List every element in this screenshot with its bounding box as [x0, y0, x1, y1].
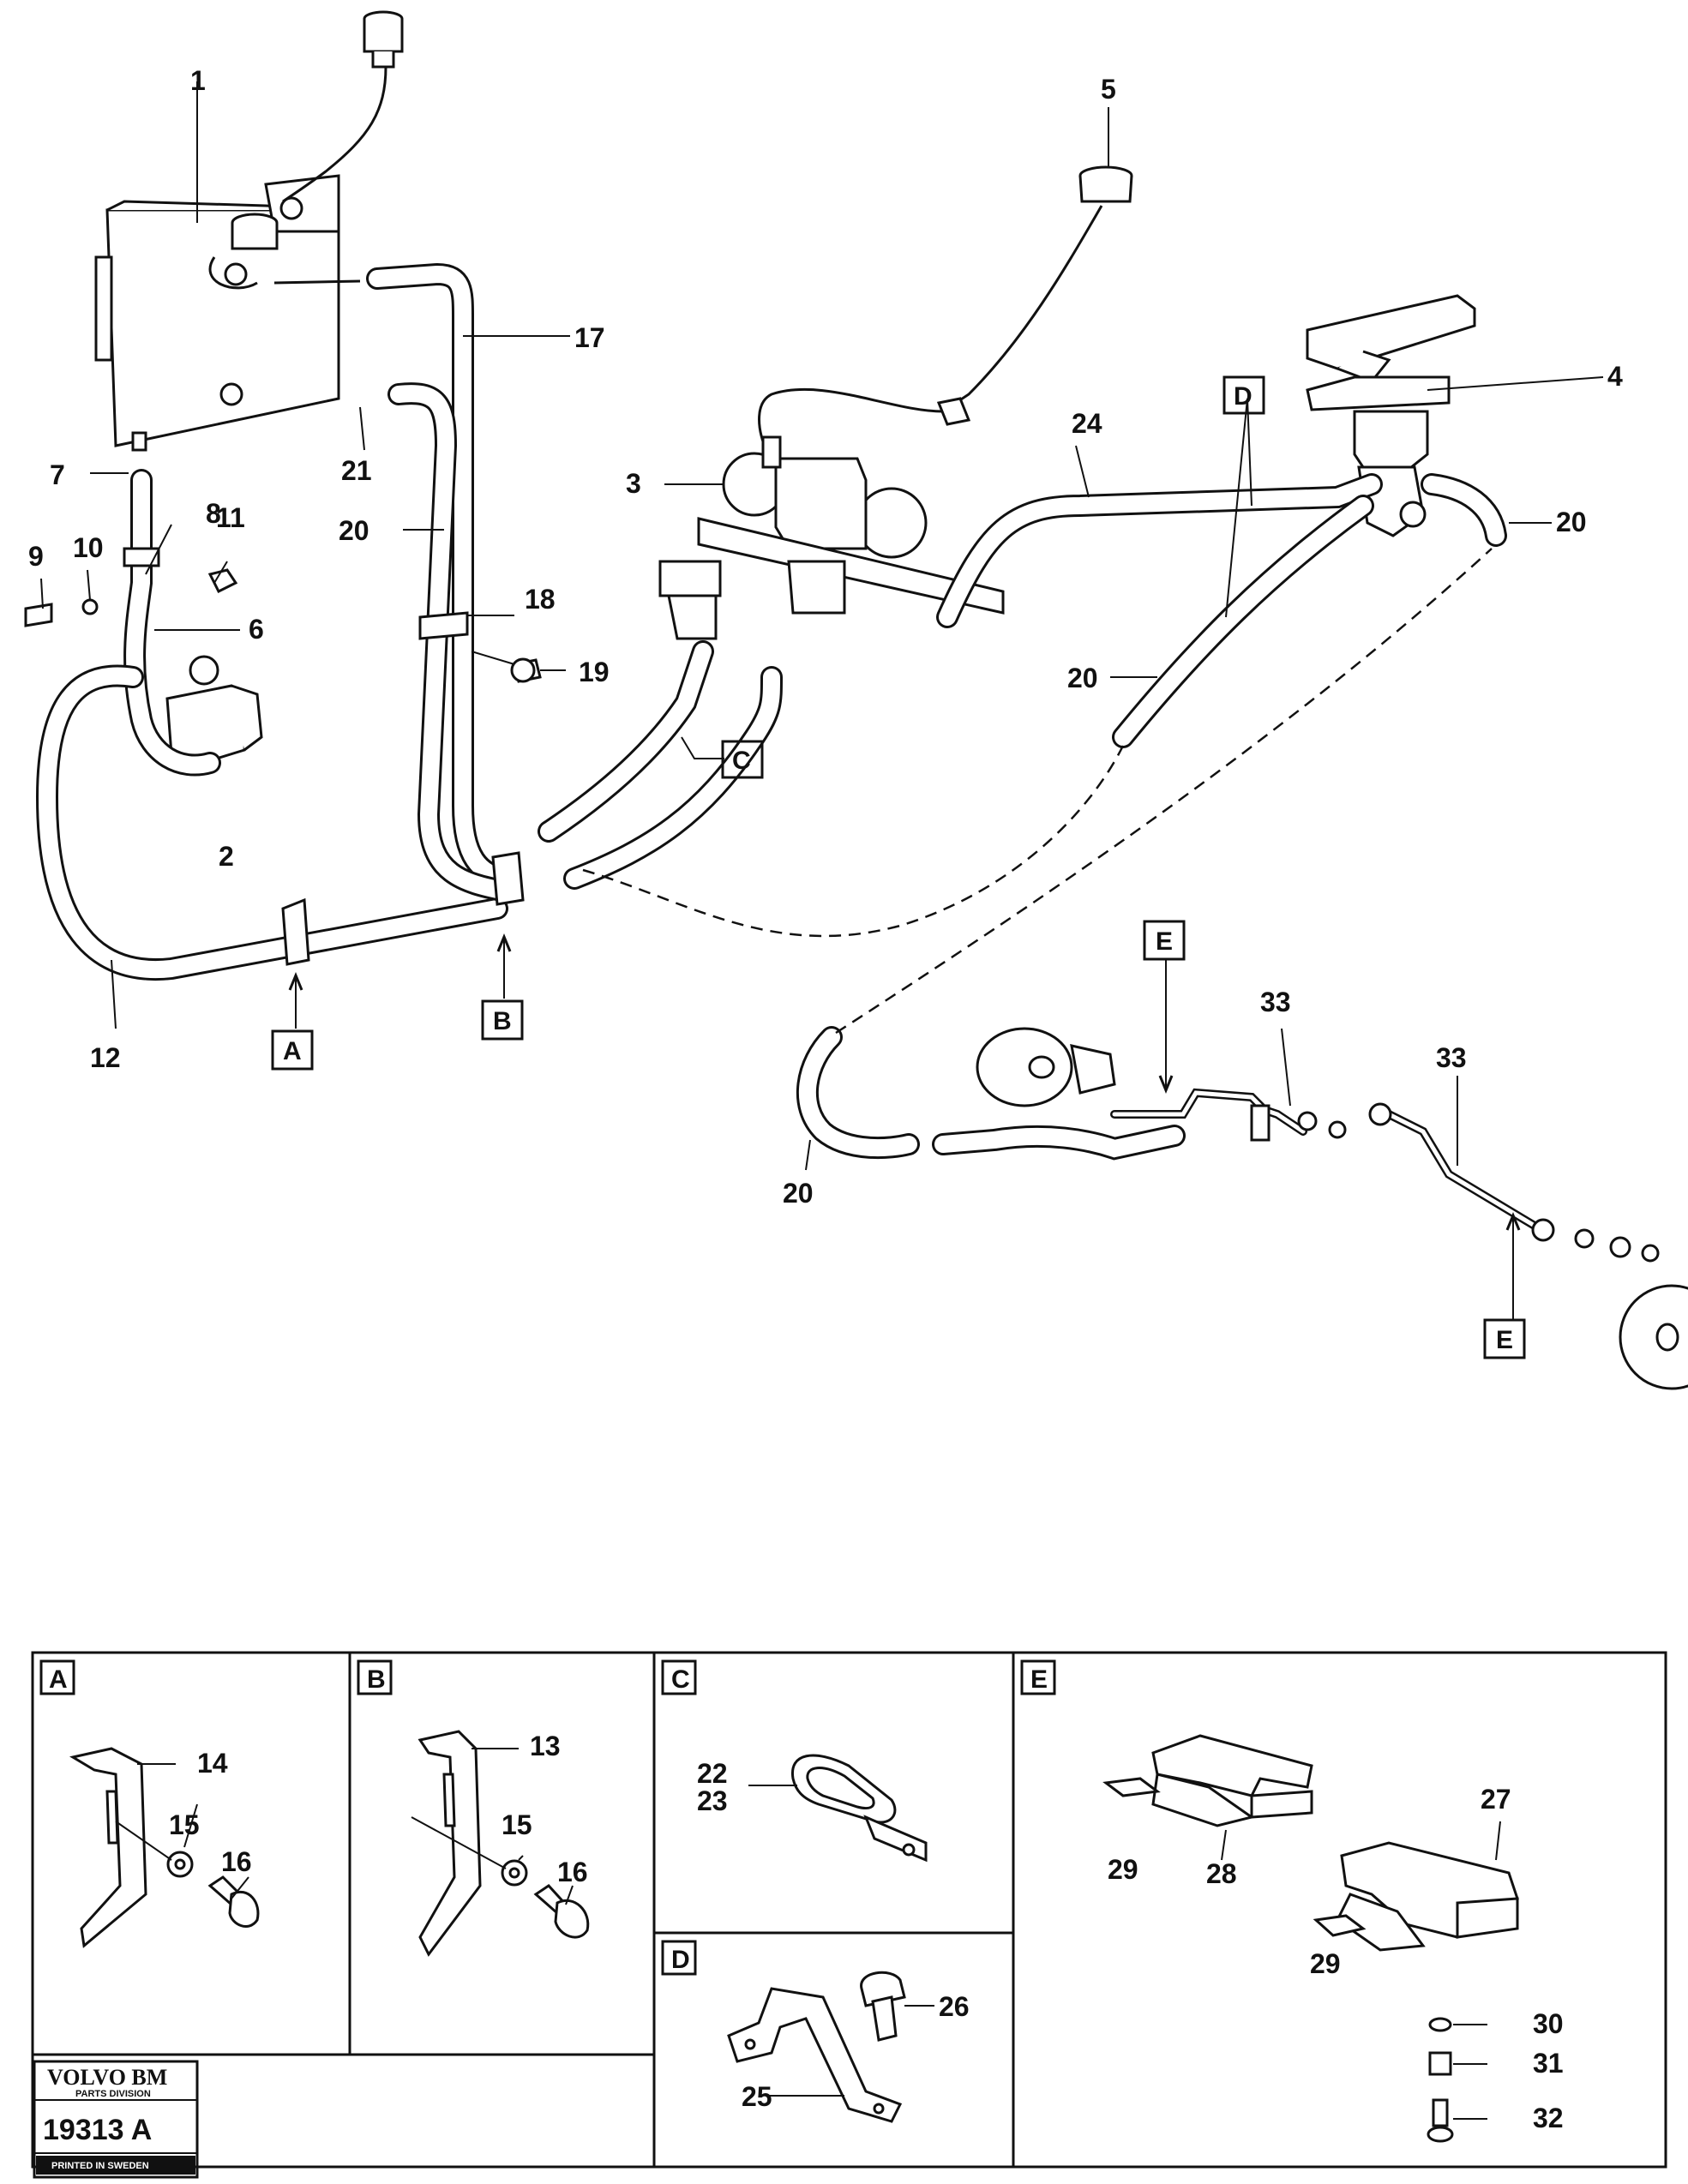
panel-a-part-14: 14: [197, 1748, 228, 1779]
panel-b-letter: B: [367, 1665, 386, 1694]
brake-pipe: [976, 1027, 1688, 1390]
panel-e-part-32: 32: [1533, 2103, 1564, 2133]
reservoir-sensor: [282, 10, 404, 203]
panel-a-letter: A: [49, 1665, 68, 1694]
callout-10: 10: [73, 532, 104, 563]
brake-pedal: [1306, 294, 1476, 537]
panel-b-part-13: 13: [530, 1731, 561, 1761]
bolt-19: [471, 651, 536, 683]
callout-5: 5: [1101, 74, 1116, 105]
panel-e-part-29-bottom: 29: [1310, 1948, 1341, 1979]
callout-18: 18: [525, 584, 556, 615]
dashed-routing: [582, 548, 1493, 1035]
view-ref-d: D: [1234, 382, 1252, 411]
callout-33-right: 33: [1436, 1042, 1467, 1073]
callout-11: 11: [216, 502, 245, 533]
brake-valve: [658, 435, 1005, 640]
detail-panel-d: D 26 25: [661, 1940, 970, 2123]
detail-panel-a: A 14 15 16: [39, 1659, 260, 1948]
view-ref-c: C: [732, 747, 751, 775]
logo-brand: VOLVO BM: [47, 2065, 167, 2090]
callout-20-right: 20: [1556, 507, 1587, 537]
panel-e-part-27: 27: [1481, 1784, 1511, 1815]
logo-division: PARTS DIVISION: [75, 2089, 151, 2099]
panel-e-part-29-top: 29: [1108, 1854, 1138, 1885]
detail-panel-b: B 13 15 16: [357, 1659, 590, 1957]
callout-1: 1: [190, 65, 206, 96]
panel-e-part-28: 28: [1206, 1858, 1237, 1889]
callout-4: 4: [1607, 361, 1623, 392]
view-ref-e-top: E: [1156, 927, 1173, 956]
logo-drawing-number: 19313 A: [43, 2114, 152, 2146]
callout-33-left: 33: [1260, 987, 1291, 1017]
panel-e-letter: E: [1030, 1665, 1048, 1694]
brake-fluid-reservoir: [94, 174, 361, 452]
panel-d-part-26: 26: [939, 1991, 970, 2022]
callout-3: 3: [626, 468, 641, 499]
panel-c-part-22: 22: [697, 1758, 728, 1789]
panel-c-part-23: 23: [697, 1785, 728, 1816]
callout-24: 24: [1072, 408, 1102, 439]
callout-19: 19: [579, 657, 610, 687]
view-ref-a: A: [283, 1037, 302, 1065]
volvo-bm-logo: VOLVO BM PARTS DIVISION 19313 A PRINTED …: [33, 2060, 199, 2179]
logo-printed: PRINTED IN SWEDEN: [51, 2161, 149, 2171]
panel-b-part-16: 16: [557, 1857, 588, 1887]
hose-lines: [35, 262, 1507, 1161]
panel-c-letter: C: [671, 1665, 690, 1694]
callout-9: 9: [28, 541, 44, 572]
view-ref-b: B: [493, 1007, 512, 1035]
callout-12: 12: [90, 1042, 121, 1073]
view-reference-boxes: A B C D E E: [271, 375, 1526, 1359]
detail-panel-c: C 22 23: [661, 1659, 928, 1863]
callout-7: 7: [50, 459, 65, 490]
callout-17: 17: [574, 322, 605, 353]
panel-e-part-31: 31: [1533, 2048, 1564, 2079]
callout-20-mid: 20: [1067, 663, 1098, 693]
view-ref-e-bottom: E: [1496, 1326, 1513, 1354]
callout-2: 2: [219, 841, 234, 872]
panel-d-part-25: 25: [742, 2081, 772, 2112]
callout-leaders: [40, 81, 1604, 1171]
pressure-switch: [758, 165, 1133, 442]
view-arrows: [288, 398, 1521, 1320]
detail-panel-e: E 29 28 27 29 30 31 32: [1020, 1659, 1564, 2143]
callout-21: 21: [341, 455, 372, 486]
fasteners-9-10-11: [24, 568, 238, 627]
callout-8: 8: [206, 498, 221, 529]
pump-unit: [165, 655, 263, 769]
panel-b-part-15: 15: [502, 1809, 532, 1840]
panel-a-part-15: 15: [169, 1809, 200, 1840]
callout-20-bottom: 20: [783, 1178, 814, 1209]
panel-a-part-16: 16: [221, 1846, 252, 1877]
detail-panels: [31, 1651, 1667, 2169]
callout-numbers: 1 2 3 4 5 6 7 8 9 10 11 12 17 18 19 20 2…: [28, 65, 1623, 1209]
panel-e-part-30: 30: [1533, 2008, 1564, 2039]
panel-d-letter: D: [671, 1946, 690, 1974]
callout-6: 6: [249, 614, 264, 645]
callout-20-left: 20: [339, 515, 369, 546]
